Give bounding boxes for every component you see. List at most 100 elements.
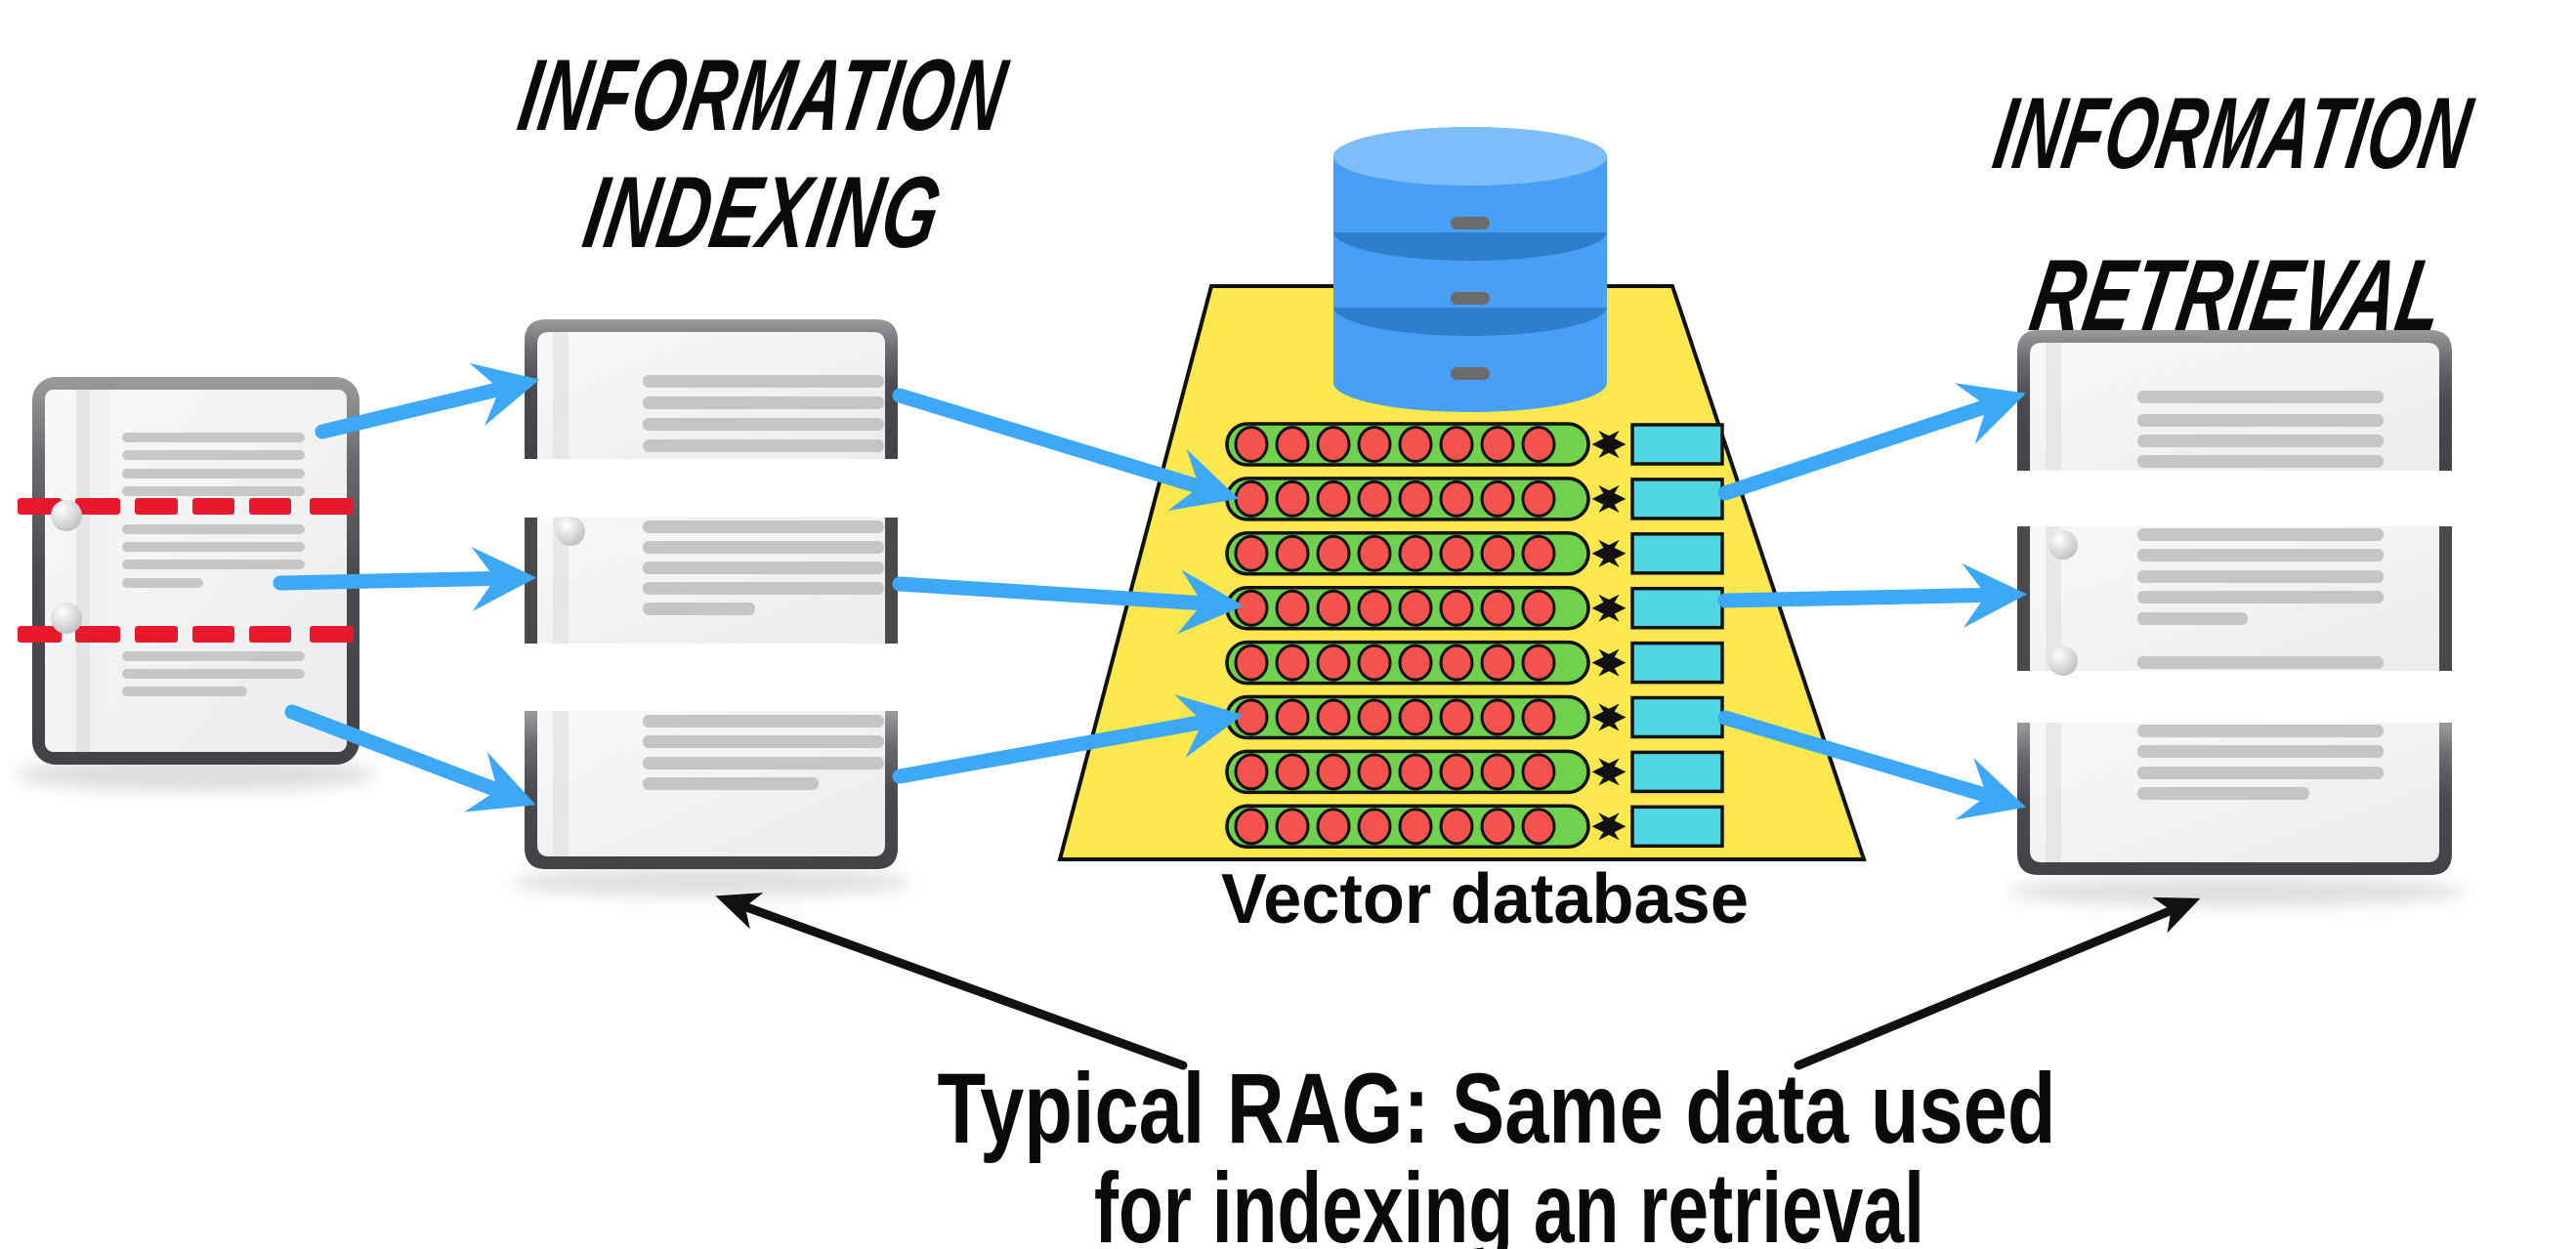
- shadows: [15, 757, 2467, 907]
- doc-text-lines: [122, 433, 305, 696]
- indexing-chunks: [525, 319, 898, 869]
- vector-dot: [1521, 644, 1556, 682]
- vector-dot: [1275, 426, 1310, 463]
- vector-dot: [1521, 808, 1556, 846]
- indexing-stack-shadow: [511, 866, 911, 897]
- vector-dot: [1521, 698, 1556, 736]
- vector-dot: [1316, 589, 1351, 627]
- paper-stripe: [2046, 723, 2061, 862]
- vector-dot: [1316, 698, 1351, 736]
- vector-dot: [1480, 753, 1515, 791]
- vector-dot: [1234, 426, 1269, 463]
- vector-dot: [1480, 479, 1515, 518]
- binder-hole: [556, 517, 585, 546]
- paper-stripe: [553, 711, 569, 856]
- retrieval-chunks: [2017, 330, 2452, 875]
- vector-dot: [1398, 808, 1433, 846]
- arrow-chunk3-to-db: [892, 694, 1244, 784]
- binder-hole: [51, 603, 82, 634]
- vector-dot: [1275, 534, 1310, 572]
- vector-dot: [1521, 479, 1556, 518]
- chunk-text-lines: [2137, 391, 2384, 468]
- vector-dot: [1357, 426, 1392, 463]
- vector-dot: [1398, 753, 1433, 791]
- arrow-caption-to-indexing: [715, 893, 1188, 1070]
- chunk-paper: [537, 518, 885, 644]
- arrow-db-to-result3: [1717, 710, 2027, 820]
- indexing-title-line1: INFORMATION: [511, 39, 1015, 152]
- vector-dot: [1316, 644, 1351, 682]
- embedding-box: [1630, 423, 1724, 466]
- caption-line1: Typical RAG: Same data used: [938, 1053, 2056, 1164]
- paper-stripe: [76, 390, 90, 752]
- chunk-divider-top: [18, 498, 354, 515]
- vector-dot: [1480, 644, 1515, 682]
- embedding-box: [1630, 805, 1724, 849]
- retrieval-title-line2: RETRIEVAL: [2023, 239, 2453, 353]
- disk-slot: [1451, 292, 1490, 305]
- chunk-text-lines: [2137, 725, 2384, 800]
- vector-dot: [1521, 534, 1556, 572]
- vector-dot: [1439, 589, 1474, 627]
- paper-stripe: [2046, 343, 2061, 471]
- annotation-arrows: [715, 893, 2201, 1070]
- vector-dot: [1275, 698, 1310, 736]
- chunk-divider-bottom: [18, 626, 354, 643]
- binder-hole: [2048, 530, 2078, 560]
- chunk-text-lines: [643, 715, 884, 790]
- vector-dot: [1480, 808, 1515, 846]
- vector-dot: [1357, 808, 1392, 846]
- vector-dot: [1275, 753, 1310, 791]
- vector-dot: [1316, 808, 1351, 846]
- embedding-box: [1630, 695, 1724, 739]
- paper-stripe: [553, 332, 569, 459]
- vector-dot: [1439, 534, 1474, 572]
- vector-dot: [1398, 698, 1433, 736]
- vector-dot: [1357, 698, 1392, 736]
- retrieval-stack-shadow: [2007, 876, 2467, 907]
- vector-dot: [1357, 534, 1392, 572]
- vector-rows: [1225, 422, 1724, 850]
- arrow-caption-to-retrieval: [1794, 896, 2201, 1070]
- vector-dot: [1234, 644, 1269, 682]
- vector-dot: [1398, 589, 1433, 627]
- disk-slot: [1451, 217, 1490, 229]
- arrow-chunk1-to-db: [892, 388, 1240, 512]
- chunk-text-lines: [643, 375, 884, 452]
- vector-dot: [1398, 534, 1433, 572]
- arrow-chunk2-to-db: [892, 569, 1245, 635]
- caption-line2: for indexing an retrieval: [1094, 1152, 1924, 1249]
- source-document: [18, 377, 359, 765]
- vector-dot: [1439, 808, 1474, 846]
- vector-dot: [1234, 534, 1269, 572]
- paper-stripe-light: [90, 390, 109, 752]
- vector-dot: [1398, 479, 1433, 518]
- document-paper: [45, 390, 347, 752]
- vector-dot: [1275, 644, 1310, 682]
- vector-dot: [1357, 753, 1392, 791]
- vector-dot: [1439, 753, 1474, 791]
- vector-dot: [1234, 753, 1269, 791]
- vector-dot: [1234, 808, 1269, 846]
- vector-dot: [1357, 479, 1392, 518]
- vector-dot: [1398, 644, 1433, 682]
- source-doc-shadow: [15, 757, 376, 792]
- vector-dot: [1316, 753, 1351, 791]
- embedding-box: [1630, 641, 1724, 685]
- vector-dot: [1439, 644, 1474, 682]
- vector-db-label: Vector database: [1221, 860, 1749, 938]
- flow-arrows-blue: [273, 362, 2028, 820]
- vector-dot: [1316, 534, 1351, 572]
- vector-dot: [1521, 426, 1556, 463]
- chunk-paper: [2030, 343, 2439, 471]
- vector-dot: [1398, 426, 1433, 463]
- embedding-box: [1630, 750, 1724, 794]
- binder-hole: [2048, 646, 2078, 676]
- arrow-db-to-result1: [1717, 383, 2026, 501]
- binder-hole: [51, 500, 82, 531]
- vector-dot: [1275, 589, 1310, 627]
- paper-stripe: [2046, 526, 2061, 671]
- vector-dot: [1439, 698, 1474, 736]
- database-icon: [1333, 127, 1607, 412]
